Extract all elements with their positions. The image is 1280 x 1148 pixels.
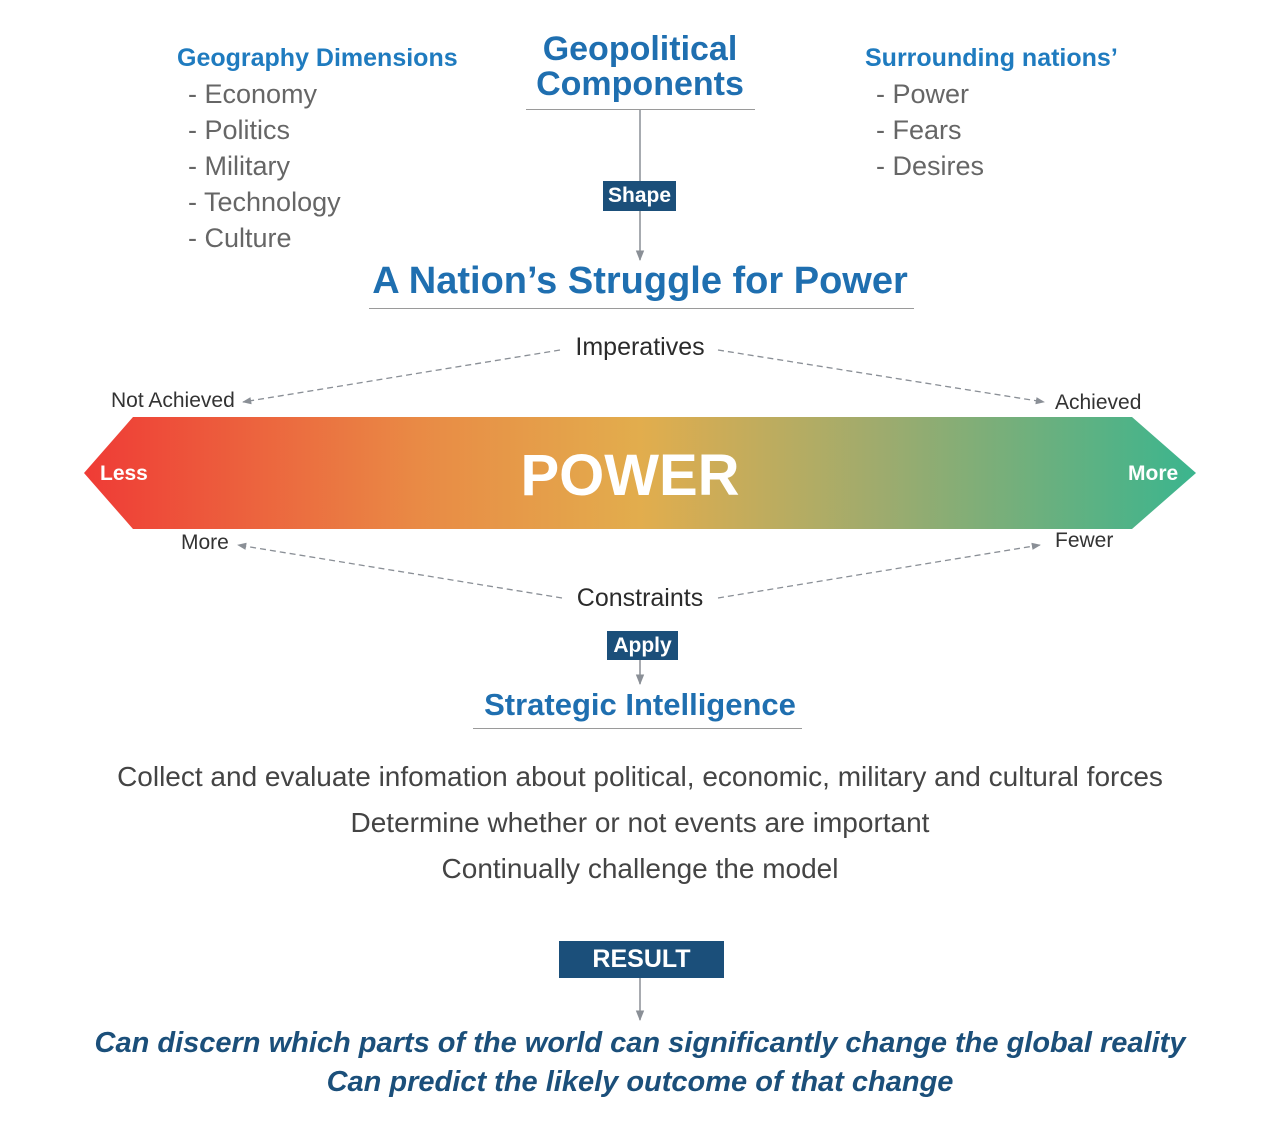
power-bar	[84, 417, 1196, 529]
surrounding-item-fears: - Fears	[876, 115, 962, 145]
power-more-label: More	[1128, 462, 1179, 485]
constraints-fewer: Fewer	[1055, 529, 1114, 552]
constraints-right-arrow	[717, 542, 1041, 599]
geography-item-culture: - Culture	[188, 223, 292, 253]
activity-challenge: Continually challenge the model	[441, 853, 839, 884]
struggle-underline	[369, 308, 914, 309]
imperatives-not-achieved: Not Achieved	[111, 389, 235, 412]
constraints-more: More	[181, 531, 229, 554]
imperatives-right-arrow	[717, 349, 1045, 405]
constraints-left-arrow	[237, 542, 563, 599]
power-label: POWER	[520, 443, 740, 508]
geography-item-military: - Military	[188, 151, 290, 181]
result-tag: RESULT	[559, 941, 724, 978]
surrounding-list: - Power - Fears - Desires	[876, 76, 984, 184]
imperatives-achieved: Achieved	[1055, 391, 1142, 414]
strategic-title: Strategic Intelligence	[484, 687, 796, 722]
apply-tag: Apply	[607, 631, 678, 660]
geography-item-politics: - Politics	[188, 115, 291, 145]
geopolitical-line1: Geopolitical	[542, 30, 738, 68]
geography-item-economy: - Economy	[188, 79, 318, 109]
constraints-label: Constraints	[576, 584, 704, 612]
result-discern: Can discern which parts of the world can…	[94, 1027, 1186, 1059]
shape-tag: Shape	[603, 181, 676, 211]
activity-determine: Determine whether or not events are impo…	[350, 807, 930, 838]
activity-collect: Collect and evaluate infomation about po…	[117, 761, 1163, 792]
geography-list: - Economy - Politics - Military - Techno…	[188, 76, 341, 256]
struggle-title: A Nation’s Struggle for Power	[372, 260, 908, 302]
result-predict: Can predict the likely outcome of that c…	[326, 1066, 954, 1098]
surrounding-title: Surrounding nations’	[865, 44, 1118, 72]
geopolitical-underline	[526, 109, 755, 110]
strategic-underline	[473, 728, 802, 729]
geography-item-technology: - Technology	[188, 187, 341, 217]
geopolitical-heading: Geopolitical Components	[510, 32, 770, 102]
power-less-label: Less	[100, 462, 148, 485]
imperatives-left-arrow	[242, 349, 561, 405]
geography-title: Geography Dimensions	[177, 44, 458, 72]
surrounding-item-desires: - Desires	[876, 151, 985, 181]
surrounding-item-power: - Power	[876, 79, 970, 109]
geopolitical-line2: Components	[536, 65, 744, 103]
imperatives-label: Imperatives	[575, 333, 705, 361]
